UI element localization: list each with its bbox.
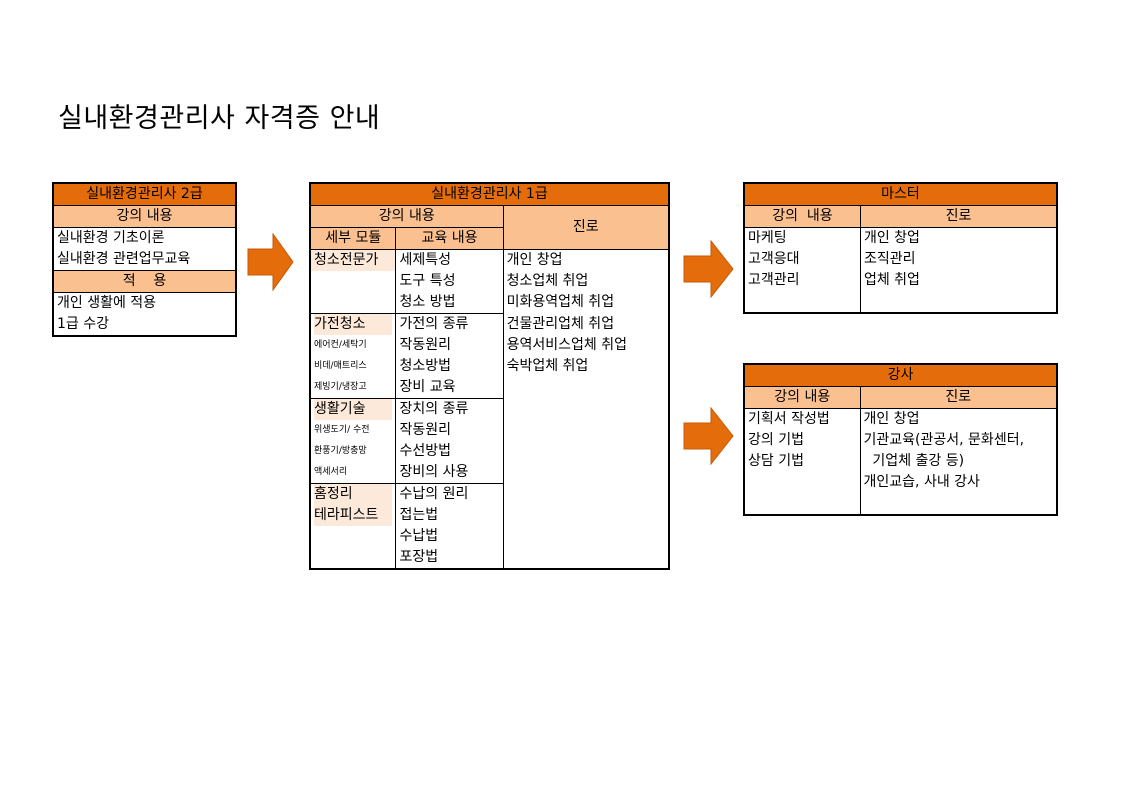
level1-career-header: 진로 xyxy=(502,205,670,250)
master-career-header: 진로 xyxy=(859,205,1058,228)
level2-table: 실내환경관리사 2급 강의 내용 실내환경 기초이론 실내환경 관련업무교육 적… xyxy=(52,182,237,337)
master-content-item: 고객응대 xyxy=(743,249,861,270)
module-name: 생활기술 xyxy=(314,399,392,420)
edu-item: 접는법 xyxy=(395,505,504,526)
edu-item: 수납법 xyxy=(395,526,504,547)
instructor-header: 강사 xyxy=(743,363,1058,387)
master-career-item: 조직관리 xyxy=(859,249,1058,270)
module-sub xyxy=(309,271,397,292)
page-title: 실내환경관리사 자격증 안내 xyxy=(58,103,381,134)
master-career-item: 업체 취업 xyxy=(859,270,1058,291)
career-item: 용역서비스업체 취업 xyxy=(502,335,670,356)
module-sub: 에어컨/세탁기 xyxy=(309,335,397,356)
arrow-right-icon xyxy=(683,407,734,465)
edu-item: 도구 특성 xyxy=(395,271,504,292)
master-content-item: 마케팅 xyxy=(743,227,861,249)
career-item: 건물관리업체 취업 xyxy=(502,313,670,335)
career-item: 개인 창업 xyxy=(502,249,670,271)
level2-header: 실내환경관리사 2급 xyxy=(53,183,236,206)
instructor-content-item: 상담 기법 xyxy=(743,451,861,472)
edu-item: 작동원리 xyxy=(395,420,504,441)
level2-content-item: 실내환경 기초이론 xyxy=(53,227,236,249)
edu-item: 가전의 종류 xyxy=(395,313,504,335)
edu-item: 장치의 종류 xyxy=(395,398,504,420)
edu-item: 세제특성 xyxy=(395,249,504,271)
career-item: 숙박업체 취업 xyxy=(502,356,670,377)
edu-item: 작동원리 xyxy=(395,335,504,356)
arrow-right-icon xyxy=(247,233,294,291)
edu-item: 청소방법 xyxy=(395,356,504,377)
instructor-career-item: 기관교육(관공서, 문화센터, xyxy=(859,430,1058,451)
edu-item: 장비의 사용 xyxy=(395,462,504,484)
edu-item: 청소 방법 xyxy=(395,292,504,314)
edu-item: 수납의 원리 xyxy=(395,483,504,505)
module-name-line2: 테라피스트 xyxy=(314,505,392,526)
level1-edu-header: 교육 내용 xyxy=(395,227,504,250)
instructor-career-item: 개인교습, 사내 강사 xyxy=(859,472,1058,493)
level2-apply-item: 개인 생활에 적용 xyxy=(53,292,236,314)
instructor-career-header: 진로 xyxy=(859,386,1058,409)
module-sub: 비데/매트리스 xyxy=(309,356,397,377)
module-sub: 위생도기/ 수전 xyxy=(309,420,397,441)
edu-item: 수선방법 xyxy=(395,441,504,462)
instructor-content-item: 기획서 작성법 xyxy=(743,408,861,430)
instructor-content-header: 강의 내용 xyxy=(743,386,861,409)
module-sub: 제빙기/냉장고 xyxy=(309,377,397,399)
module-name: 청소전문가 xyxy=(309,249,397,271)
master-career-item: 개인 창업 xyxy=(859,227,1058,249)
master-content-header: 강의 내용 xyxy=(743,205,861,228)
edu-item: 장비 교육 xyxy=(395,377,504,399)
instructor-career-item: 기업체 출강 등) xyxy=(859,451,1058,472)
instructor-table: 강사 강의 내용 진로 기획서 작성법 개인 창업 강의 기법 기관교육(관공서… xyxy=(743,363,1058,516)
instructor-content-item: 강의 기법 xyxy=(743,430,861,451)
module-sub: 액세서리 xyxy=(309,462,397,484)
level1-table: 실내환경관리사 1급 강의 내용 진로 세부 모듈 교육 내용 청소전문가 세제… xyxy=(309,182,670,570)
arrow-right-icon xyxy=(683,240,734,298)
level2-apply-item: 1급 수강 xyxy=(57,316,109,332)
module-name: 가전청소 xyxy=(314,314,392,335)
level2-content-item: 실내환경 관련업무교육 xyxy=(57,251,191,267)
career-item: 청소업체 취업 xyxy=(502,271,670,292)
career-item: 미화용역업체 취업 xyxy=(502,292,670,314)
level2-content-header: 강의 내용 xyxy=(53,205,236,228)
level1-header: 실내환경관리사 1급 xyxy=(309,182,670,206)
master-content-item: 고객관리 xyxy=(743,270,861,291)
level2-apply-header: 적 용 xyxy=(53,270,236,293)
level1-content-header: 강의 내용 xyxy=(309,205,504,228)
edu-item: 포장법 xyxy=(395,547,504,569)
module-sub xyxy=(309,292,397,314)
module-sub: 환풍기/방충망 xyxy=(309,441,397,462)
level1-module-header: 세부 모듈 xyxy=(309,227,397,250)
master-header: 마스터 xyxy=(743,182,1058,206)
module-name: 홈정리 xyxy=(314,484,392,505)
instructor-career-item: 개인 창업 xyxy=(859,408,1058,430)
master-table: 마스터 강의 내용 진로 마케팅 개인 창업 고객응대 조직관리 고객관리 업체… xyxy=(743,182,1058,314)
